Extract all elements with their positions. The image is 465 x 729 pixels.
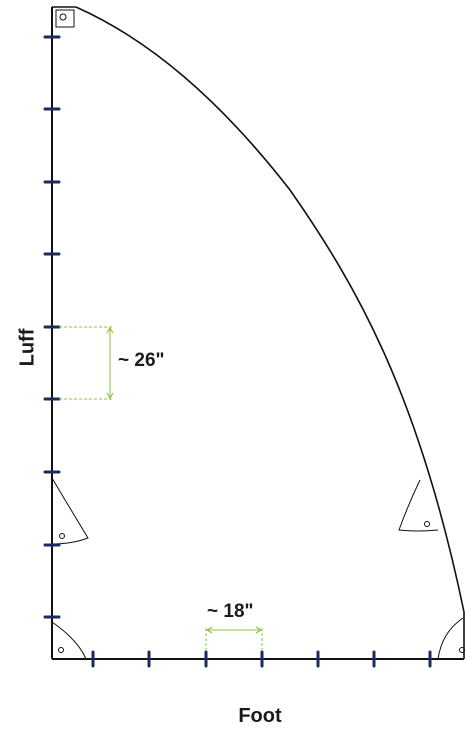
head-board [55, 9, 75, 28]
luff-spacing-label: ~ 26" [118, 350, 165, 371]
foot-dimension-arrow-left [205, 626, 213, 634]
clew-patch [437, 617, 464, 660]
luff-spacing-dimension [59, 326, 114, 400]
luff-ticks [43, 35, 61, 619]
foot-ticks [91, 650, 432, 668]
luff-reef-grommet [59, 533, 65, 539]
foot-spacing-label: ~ 18" [207, 601, 254, 622]
luff-label: Luff [16, 328, 39, 367]
foot-dimension-arrow-right [255, 626, 263, 634]
leech-reef-grommet [424, 521, 430, 527]
foot-label: Foot [238, 705, 282, 727]
luff-dimension-arrow-bottom [106, 392, 114, 400]
sail-leech-curve [75, 6, 465, 659]
tack-grommet [58, 647, 64, 653]
head-grommet [59, 13, 67, 21]
foot-spacing-dimension [205, 626, 263, 652]
luff-reef-patch [51, 477, 89, 545]
leech-reef-patch [398, 479, 439, 532]
luff-dimension-arrow-top [106, 326, 114, 334]
tack-patch [51, 621, 87, 660]
